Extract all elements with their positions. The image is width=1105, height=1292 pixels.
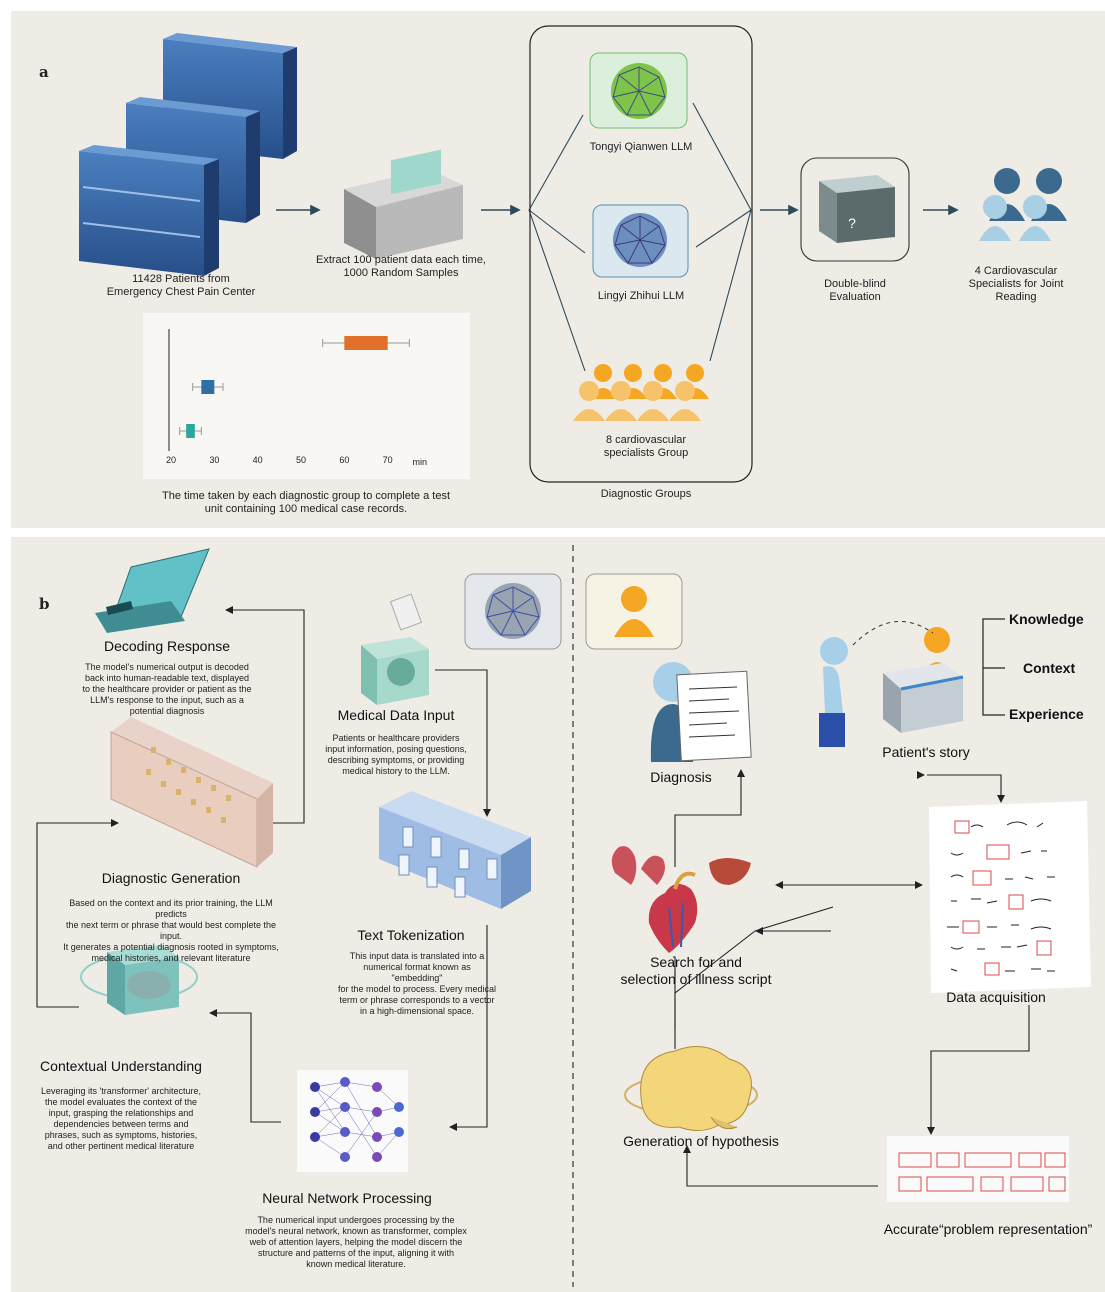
panel-b-graphics [36, 545, 1091, 1287]
cardiologists-icon [979, 168, 1067, 241]
panel-a-graphics: 20 30 40 50 60 70 min [79, 25, 1067, 483]
extract-text: Extract 100 patient data each time, 1000… [316, 254, 486, 279]
token-desc: This input data is translated into a num… [337, 951, 497, 1016]
x-axis-unit: min [412, 457, 427, 467]
llm-sphere-icon [485, 583, 541, 639]
x-tick-label: 60 [339, 455, 349, 465]
diagnostic-groups-text: Diagnostic Groups [600, 488, 692, 500]
input-desc: Patients or healthcare providers input i… [325, 733, 467, 776]
hypothesis-text: Generation of hypothesis [623, 1133, 779, 1149]
llm2-text: Lingyi Zhihui LLM [597, 290, 685, 302]
token-title: Text Tokenization [357, 927, 465, 943]
patient-story-icon [819, 620, 964, 747]
box-rect [201, 380, 215, 394]
x-tick-label: 20 [166, 455, 176, 465]
llm1-text: Tongyi Qianwen LLM [589, 141, 693, 153]
specialists-group-text: 8 cardiovascular specialists Group [603, 434, 689, 459]
knowledge-text: Knowledge [1009, 611, 1084, 627]
context-desc: Leveraging its 'transformer' architectur… [40, 1086, 201, 1151]
brain-icon [624, 1046, 758, 1131]
diagnostic-generation-box-icon [110, 717, 273, 868]
diagnostic-groups-frame [529, 25, 753, 483]
nn-desc: The numerical input undergoes processing… [245, 1215, 467, 1269]
boxplot-chart: 20 30 40 50 60 70 min [166, 329, 427, 467]
input-device-icon [361, 593, 429, 705]
file-box-icon [344, 149, 463, 259]
panel-b-label: b [39, 595, 50, 613]
specialists-group-icon [573, 364, 709, 421]
box-rect [186, 424, 195, 438]
evaluation-question-mark: ? [848, 215, 856, 231]
evaluation-text: Double-blind Evaluation [824, 278, 886, 303]
tongyi-llm-icon [611, 63, 667, 119]
boxplot-caption: The time taken by each diagnostic group … [162, 490, 450, 515]
context-title: Contextual Understanding [40, 1058, 202, 1074]
lingyi-llm-icon [613, 213, 667, 267]
doctor-avatar-icon [614, 586, 654, 637]
patients-story-text: Patient's story [882, 744, 970, 760]
nn-title: Neural Network Processing [262, 1190, 432, 1206]
data-acquisition-note-icon [929, 801, 1091, 993]
generation-title: Diagnostic Generation [101, 870, 241, 886]
data-acquisition-text: Data acquisition [946, 989, 1046, 1005]
panel-a-label: a [39, 63, 49, 81]
x-tick-label: 50 [296, 455, 306, 465]
server-box-icon [379, 791, 531, 909]
brain-cube-icon [80, 945, 198, 1015]
patients-text: 11428 Patients from Emergency Chest Pain… [106, 273, 256, 298]
problem-representation-icon [898, 1152, 1066, 1192]
x-tick-label: 40 [253, 455, 263, 465]
laptop-icon [95, 548, 210, 633]
neural-network-icon [310, 1077, 404, 1162]
doctor-document-icon [650, 662, 752, 762]
decoding-title: Decoding Response [103, 638, 231, 654]
panel-b: b [11, 537, 1105, 1292]
diagnosis-text: Diagnosis [650, 769, 712, 785]
organs-heart-icon [611, 846, 751, 953]
experience-text: Experience [1009, 706, 1084, 722]
box-rect [344, 336, 388, 350]
archive-cabinets-icon [79, 33, 297, 276]
panel-a: a [11, 11, 1105, 528]
evaluation-cube-icon [819, 175, 895, 243]
context-text: Context [1023, 660, 1076, 676]
input-title: Medical Data Input [337, 707, 455, 723]
x-tick-label: 30 [209, 455, 219, 465]
decoding-desc: The model's numerical output is decoded … [82, 662, 252, 716]
generation-desc: Based on the context and its prior train… [63, 898, 279, 963]
problem-representation-text: Accurate“problem representation” [883, 1221, 1093, 1237]
joint-reading-text: 4 Cardiovascular Specialists for Joint R… [968, 265, 1064, 303]
search-text: Search for and selection of illness scri… [620, 954, 772, 987]
x-tick-label: 70 [383, 455, 393, 465]
